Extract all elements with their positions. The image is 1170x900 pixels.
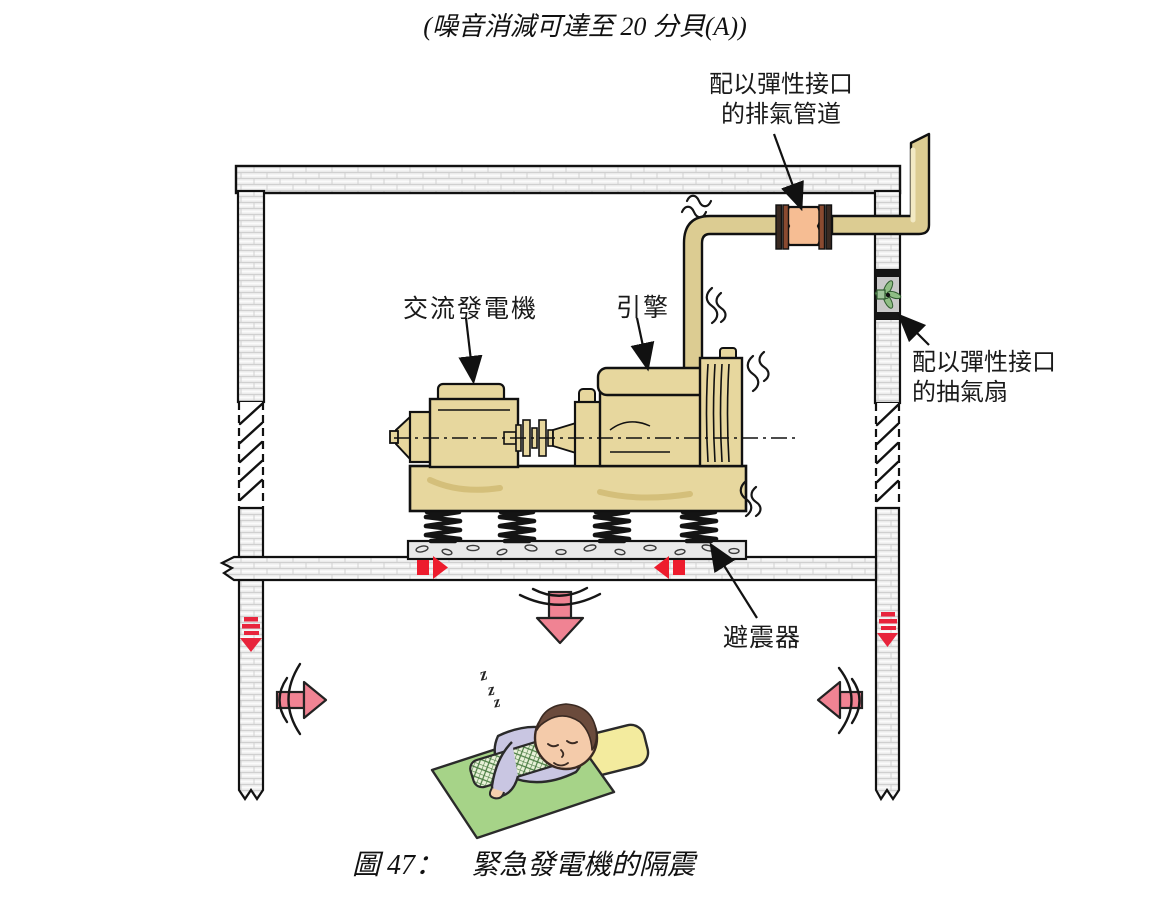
left-wall-lower: [237, 506, 265, 801]
label-engine: 引擎: [616, 294, 671, 322]
label-exhaust-fan-line1: 配以彈性接口: [912, 349, 1056, 376]
leader-exhaust-fan: [897, 313, 930, 346]
ceiling-slab: [234, 164, 902, 195]
leader-isolator: [709, 542, 758, 619]
attenuated-arrow-right-icon: [275, 662, 328, 736]
sleeping-person: [430, 703, 650, 840]
wall-vibration-arrow-left-icon: [240, 617, 262, 652]
label-exhaust-duct-line2: 的排氣管道: [721, 101, 841, 128]
wall-isolation-break-right-icon: [874, 403, 901, 507]
vibration-squiggle-icon: [715, 291, 727, 324]
label-exhaust-fan: 配以彈性接口 的抽氣扇: [912, 348, 1056, 408]
vibration-squiggle-icon: [680, 205, 708, 219]
inertia-pad: [406, 539, 748, 561]
alternator: [389, 382, 520, 469]
leader-alternator: [458, 317, 483, 385]
figure-number: 圖 47：: [352, 850, 444, 881]
generator-set: [389, 347, 800, 561]
left-wall-upper: [236, 189, 266, 404]
vibration-squiggle-icon: [758, 350, 770, 383]
base-frame: [408, 464, 748, 513]
right-wall-lower: [874, 506, 901, 802]
spring-isolators: [426, 512, 716, 541]
figure-caption: 圖 47： 緊急發電機的隔震: [352, 843, 695, 883]
machine-room-floor-slab: [219, 555, 878, 582]
figure-title: 緊急發電機的隔震: [471, 850, 696, 881]
engine: [573, 347, 744, 468]
noise-reduction-note: (噪音消減可達至 20 分貝(A)): [423, 12, 747, 41]
attenuated-arrow-down-icon: [518, 586, 602, 645]
label-isolator: 避震器: [723, 624, 802, 652]
attenuated-arrow-left-icon: [816, 666, 864, 735]
exhaust-fan-icon: [874, 269, 902, 320]
vibration-squiggle-icon: [739, 479, 753, 518]
vibration-squiggle-icon: [750, 485, 762, 518]
label-exhaust-duct-line1: 配以彈性接口: [709, 71, 853, 98]
floor-vibration-arrow-left-icon: [654, 556, 685, 579]
nose-mouth: [553, 749, 569, 767]
wall-vibration-arrow-right-icon: [877, 612, 898, 647]
vibration-arrows: [240, 556, 898, 736]
base-shading: [427, 477, 693, 501]
floor-vibration-arrow-right-icon: [417, 556, 448, 579]
hand: [488, 787, 505, 800]
label-alternator: 交流發電機: [403, 295, 539, 323]
hair: [536, 703, 598, 751]
wall-isolation-break-left-icon: [237, 402, 265, 507]
leader-arrows: [458, 133, 930, 619]
leader-engine: [630, 317, 655, 372]
label-exhaust-fan-line2: 的抽氣扇: [912, 379, 1008, 406]
exhaust-system: [682, 132, 931, 384]
leader-exhaust-duct: [772, 133, 804, 212]
vibration-squiggle-icon: [746, 354, 760, 393]
vibration-squiggle-icon: [705, 286, 719, 325]
label-exhaust-duct: 配以彈性接口 的排氣管道: [698, 70, 864, 130]
closed-eyes: [547, 740, 578, 748]
vibration-squiggle-icon: [685, 194, 713, 208]
exhaust-pipe-outlet-riser: [830, 132, 931, 236]
flexible-joint-icon: [775, 204, 833, 250]
vibration-squiggles: [680, 194, 770, 518]
